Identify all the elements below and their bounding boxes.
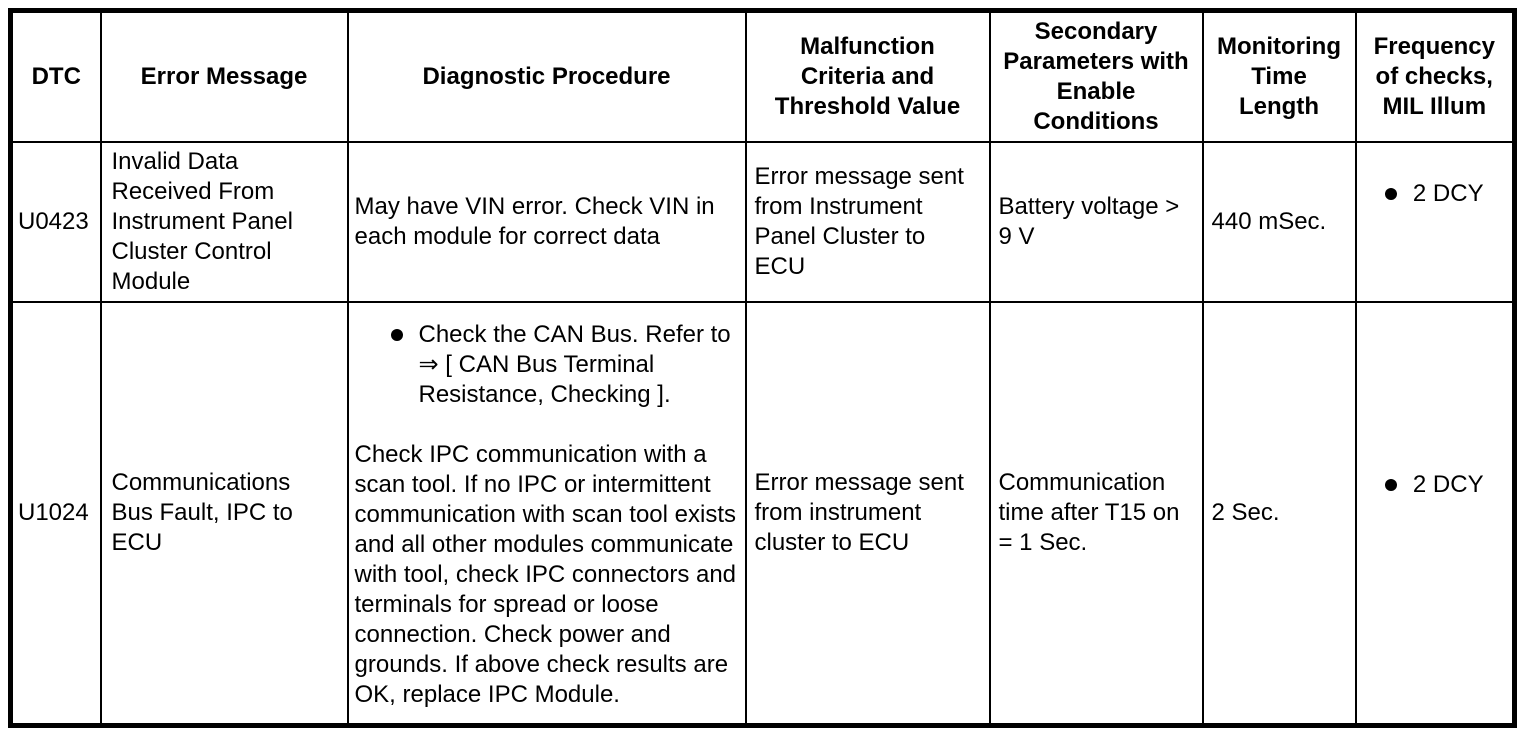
- table-row-u1024: U1024 Communications Bus Fault, IPC to E…: [9, 301, 1516, 727]
- header-diagnostic-procedure: Diagnostic Procedure: [346, 9, 747, 143]
- monitoring-time-cell: 2 Sec.: [1201, 301, 1357, 727]
- malfunction-criteria-cell: Error message sent from Instrument Panel…: [744, 141, 991, 303]
- diagnostic-paragraph: Check IPC communication with a scan tool…: [354, 441, 737, 708]
- diagnostic-paragraph: May have VIN error. Check VIN in each mo…: [354, 193, 715, 250]
- bullet-icon: [1384, 188, 1397, 200]
- header-dtc: DTC: [9, 9, 102, 143]
- diagnostic-procedure-cell: May have VIN error. Check VIN in each mo…: [346, 141, 747, 303]
- bullet-icon: [390, 329, 403, 341]
- table-header-row: DTC Error Message Diagnostic Procedure M…: [9, 9, 1516, 143]
- frequency-value: 2 DCY: [1412, 471, 1484, 498]
- diagnostic-procedure-cell: Check the CAN Bus. Refer to ⇒ [ CAN Bus …: [346, 301, 747, 727]
- error-message-cell: Communications Bus Fault, IPC to ECU: [99, 301, 349, 727]
- header-malfunction-criteria: Malfunction Criteria and Threshold Value: [744, 9, 991, 143]
- header-error-message: Error Message: [99, 9, 349, 143]
- frequency-cell: 2 DCY: [1354, 301, 1516, 727]
- frequency-value: 2 DCY: [1412, 180, 1484, 207]
- header-monitoring-time: Monitoring Time Length: [1201, 9, 1357, 143]
- secondary-parameters-cell: Communication time after T15 on = 1 Sec.: [988, 301, 1204, 727]
- dtc-code: U1024: [9, 301, 102, 727]
- frequency-cell: 2 DCY: [1354, 141, 1516, 303]
- error-message-cell: Invalid Data Received From Instrument Pa…: [99, 141, 349, 303]
- table-row-u0423: U0423 Invalid Data Received From Instrum…: [9, 141, 1516, 303]
- monitoring-time-cell: 440 mSec.: [1201, 141, 1357, 303]
- malfunction-criteria-cell: Error message sent from instrument clust…: [744, 301, 991, 727]
- dtc-code: U0423: [9, 141, 102, 303]
- diagnostic-bullet-item: Check the CAN Bus. Refer to ⇒ [ CAN Bus …: [390, 320, 739, 410]
- header-secondary-parameters: Secondary Parameters with Enable Conditi…: [988, 9, 1204, 143]
- secondary-parameters-cell: Battery voltage > 9 V: [988, 141, 1204, 303]
- bullet-icon: [1384, 479, 1397, 491]
- header-frequency: Frequency of checks, MIL Illum: [1354, 9, 1516, 143]
- diagnostic-bullet-text: Check the CAN Bus. Refer to ⇒ [ CAN Bus …: [418, 321, 731, 408]
- dtc-table: DTC Error Message Diagnostic Procedure M…: [8, 8, 1517, 728]
